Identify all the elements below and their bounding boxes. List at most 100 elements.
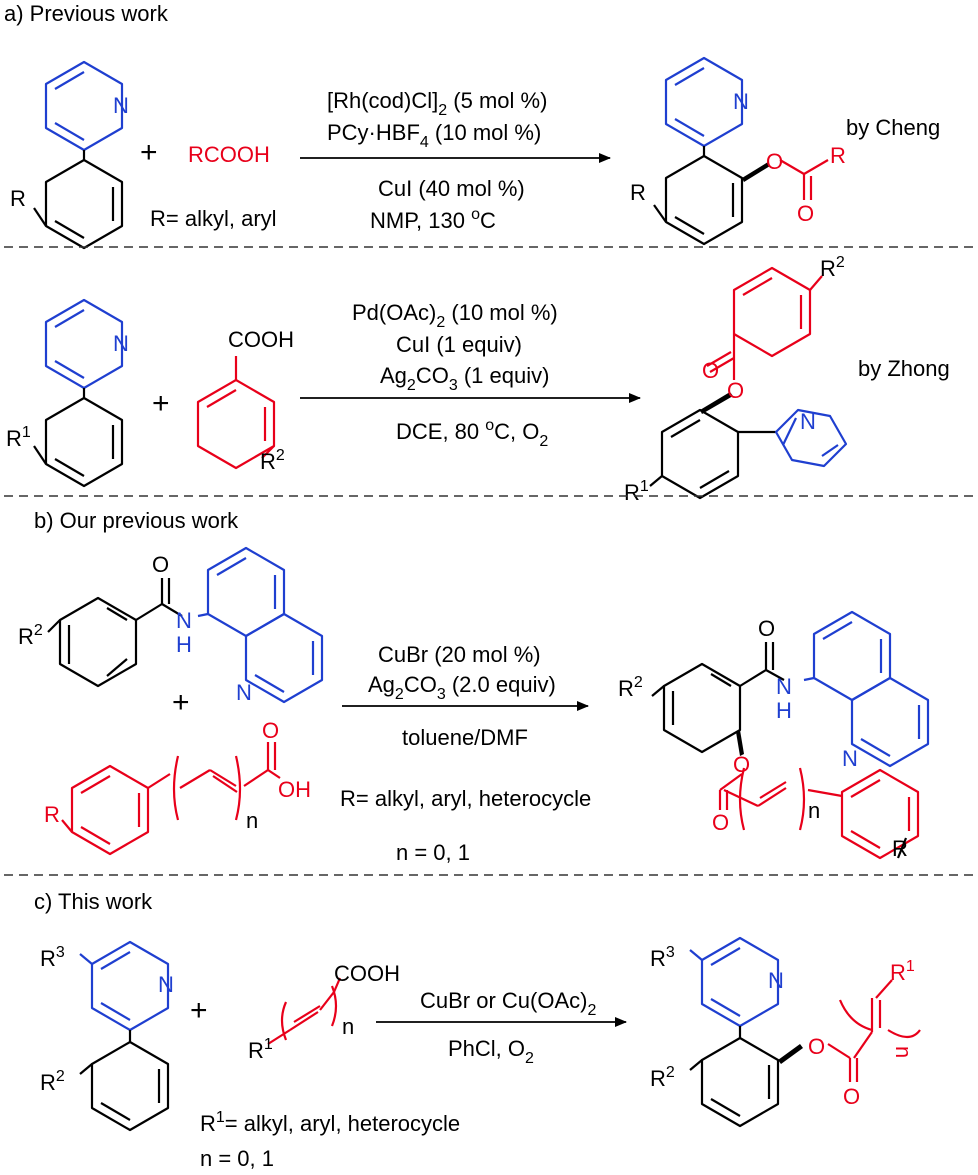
pyridine-n-label: N bbox=[158, 972, 174, 997]
benzamide-ring bbox=[58, 596, 138, 688]
benzamide-ring bbox=[662, 662, 742, 754]
b-condition-2: Ag2CO3 (2.0 equiv) bbox=[368, 672, 556, 703]
ring-r-label: R bbox=[630, 180, 646, 205]
section-c-heading: c) This work bbox=[34, 889, 153, 914]
quinoline-ring-a bbox=[812, 610, 892, 702]
phenyl-ring bbox=[44, 396, 124, 488]
ester-oxygen: O bbox=[808, 1034, 825, 1059]
pyridine-ring bbox=[44, 298, 124, 390]
c-phenylpyridine: N R3 R2 bbox=[40, 940, 174, 1132]
r-label: R bbox=[44, 802, 60, 827]
phenyl-ring bbox=[44, 158, 124, 250]
plus-sign: + bbox=[172, 686, 190, 719]
c-condition-2: PhCl, O2 bbox=[448, 1036, 534, 1067]
amide-h-label: H bbox=[176, 632, 192, 657]
cooh-label: COOH bbox=[334, 961, 400, 986]
r2-label: R2 bbox=[18, 622, 43, 649]
cheng-condition-1: [Rh(cod)Cl]2 (5 mol %) bbox=[327, 88, 547, 119]
zhong-condition-4: DCE, 80 oC, O2 bbox=[396, 417, 548, 450]
section-a-heading: a) Previous work bbox=[4, 1, 169, 26]
repeat-n-label: n bbox=[891, 1046, 916, 1058]
zhong-condition-2: CuI (1 equiv) bbox=[396, 332, 522, 357]
pyridine-n-label: N bbox=[768, 968, 784, 993]
repeat-n-label: n bbox=[342, 1014, 354, 1039]
quinoline-ring-a bbox=[206, 546, 286, 638]
r2-label: R2 bbox=[260, 447, 285, 474]
plus-sign: + bbox=[140, 136, 158, 169]
quinoline-ring-b bbox=[850, 676, 930, 768]
ester-oxygen: O bbox=[766, 149, 783, 174]
pyridine-n-label: N bbox=[800, 409, 816, 434]
cinnamic-acid: O OH n R bbox=[44, 718, 311, 856]
b-condition-3: toluene/DMF bbox=[402, 725, 528, 750]
pyridine-n-label: N bbox=[113, 93, 129, 118]
r2-label: R2 bbox=[40, 1068, 65, 1095]
b-r-definition: R= alkyl, aryl, heterocycle bbox=[340, 786, 591, 811]
r1-label: R1 bbox=[6, 424, 31, 451]
pyridine-ring bbox=[700, 936, 780, 1028]
pyridine-ring bbox=[44, 60, 124, 152]
carbonyl-oxygen: O bbox=[702, 358, 719, 383]
c-product: N O O n R1 R3 R2 bbox=[650, 936, 921, 1128]
product-n-label: N bbox=[733, 89, 749, 114]
carbonyl-oxygen: O bbox=[712, 810, 729, 835]
r1-label: R1 bbox=[890, 958, 915, 985]
b-n-definition: n = 0, 1 bbox=[396, 840, 470, 865]
amide-h-label: H bbox=[776, 698, 792, 723]
credit-cheng: by Cheng bbox=[846, 115, 940, 140]
b-product: O N H N O O n R2 R bbox=[618, 610, 930, 861]
section-b-heading: b) Our previous work bbox=[34, 508, 239, 533]
cooh-label: COOH bbox=[228, 327, 294, 352]
pyridine-ring bbox=[90, 940, 170, 1032]
plus-sign: + bbox=[190, 994, 208, 1027]
phenyl-ring bbox=[90, 1040, 170, 1132]
r-substituent-label: R bbox=[10, 186, 26, 211]
r3-label: R3 bbox=[650, 944, 675, 971]
r1-label: R1 bbox=[624, 478, 649, 505]
cheng-condition-3: CuI (40 mol %) bbox=[378, 176, 525, 201]
carbonyl-oxygen: O bbox=[262, 718, 279, 743]
amide-n-label: N bbox=[776, 674, 792, 699]
amide-oxygen: O bbox=[152, 552, 169, 577]
quinoline-ring-b bbox=[244, 612, 324, 704]
phenyl-ring bbox=[664, 154, 744, 246]
zhong-condition-3: Ag2CO3 (1 equiv) bbox=[380, 363, 549, 394]
ester-oxygen: O bbox=[733, 752, 750, 777]
aminoquinoline-amide: O N H N R2 bbox=[18, 546, 324, 705]
zhong-benzoic-acid: COOH R2 bbox=[196, 327, 294, 474]
rcooh-reagent: RCOOH bbox=[188, 142, 270, 167]
c-r-definition: R1= alkyl, aryl, heterocycle bbox=[200, 1109, 460, 1136]
arene-ring bbox=[196, 378, 276, 470]
pyridine-ring bbox=[774, 408, 848, 468]
quinoline-n-label: N bbox=[842, 746, 858, 771]
repeat-n-label: n bbox=[246, 808, 258, 833]
c-n-definition: n = 0, 1 bbox=[200, 1146, 274, 1171]
acyl-r-label: R bbox=[830, 143, 846, 168]
credit-zhong: by Zhong bbox=[858, 356, 950, 381]
plus-sign: + bbox=[152, 387, 170, 420]
aryl-ring bbox=[660, 408, 740, 500]
repeat-n-label: n bbox=[808, 798, 820, 823]
c-condition-1: CuBr or Cu(OAc)2 bbox=[420, 988, 596, 1019]
hydroxyl-label: OH bbox=[278, 777, 311, 802]
pyridine-ring bbox=[664, 56, 744, 148]
cheng-phenylpyridine: N R bbox=[10, 60, 129, 250]
aryl-ring bbox=[840, 768, 920, 860]
carbonyl-oxygen: O bbox=[797, 201, 814, 226]
pyridine-n-label: N bbox=[113, 331, 129, 356]
r2-label: R2 bbox=[650, 1064, 675, 1091]
phenyl-ring bbox=[700, 1036, 780, 1128]
zhong-product: O O R2 N R1 bbox=[624, 254, 848, 505]
ester-oxygen: O bbox=[727, 378, 744, 403]
quinoline-n-label: N bbox=[236, 680, 252, 705]
cheng-condition-4: NMP, 130 oC bbox=[370, 206, 496, 233]
r1-label: R1 bbox=[248, 1036, 273, 1063]
b-condition-1: CuBr (20 mol %) bbox=[378, 642, 541, 667]
zhong-phenylpyridine: N R1 bbox=[6, 298, 129, 488]
cheng-r-definition: R= alkyl, aryl bbox=[150, 206, 277, 231]
amide-oxygen: O bbox=[758, 616, 775, 641]
c-acid: COOH n R1 bbox=[248, 961, 400, 1063]
r2-label: R2 bbox=[618, 674, 643, 701]
carbonyl-oxygen: O bbox=[843, 1084, 860, 1109]
